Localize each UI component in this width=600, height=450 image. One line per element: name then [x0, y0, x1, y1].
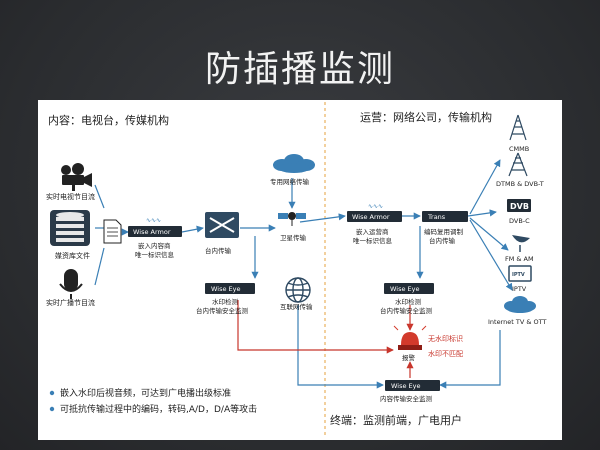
satellite-icon — [278, 212, 306, 226]
satellite-caption: 卫星传输 — [280, 233, 307, 242]
flow-ott-to-eye3 — [439, 330, 501, 389]
cmmb-label: CMMB — [509, 145, 529, 153]
flow-trans-to-dvbc — [467, 209, 497, 217]
flow-satellite-to-op-armor — [299, 213, 346, 223]
op-wm-safety-caption: 台内传输安全监测 — [380, 306, 433, 315]
dvb-logo-text: DVB — [510, 202, 529, 211]
flow-armor-to-station — [181, 225, 204, 233]
bullet-2: 可抵抗传输过程中的编码，转码,A/D，D/A等攻击 — [60, 403, 257, 415]
flow-radio-to-doc — [94, 247, 105, 286]
in-station-caption: 台内传输 — [205, 246, 232, 255]
fm-am-label: FM & AM — [505, 255, 534, 263]
private-net-caption: 专用网络传输 — [270, 177, 310, 186]
internet-caption: 互联网传输 — [280, 302, 313, 311]
globe-icon — [285, 277, 311, 303]
wm-detect-caption: 水印检测 — [212, 297, 239, 306]
iptv-icon: IPTV — [508, 265, 532, 282]
cmmb-tower-icon — [509, 114, 527, 141]
dvbc-label: DVB-C — [509, 217, 530, 225]
bullet-dot — [49, 406, 55, 412]
wise-armor-label: Wise Armor — [133, 228, 171, 236]
operator-section-label: 运营：网络公司，传输机构 — [360, 110, 492, 124]
wave-icon: ∿∿∿ — [146, 217, 161, 224]
embed-caption-2: 唯一标识信息 — [135, 250, 175, 259]
op-embed-caption-2: 唯一标识信息 — [353, 236, 393, 245]
reuse-caption-1: 编码复用调制 — [424, 227, 464, 236]
trans-box: Trans — [422, 211, 468, 222]
trans-label: Trans — [427, 213, 446, 221]
flow-tv-to-doc — [94, 184, 105, 209]
dvb-logo-icon: DVB — [507, 199, 531, 212]
content-safety-caption: 内容传输安全监测 — [380, 394, 433, 403]
radio-source-label: 实时广播节目流 — [46, 298, 95, 307]
flow-trans-to-towers — [469, 159, 501, 215]
flow-internet-to-eye3 — [297, 305, 384, 389]
alarm-line-eye1 — [237, 300, 394, 354]
tv-source-label: 实时电视节目流 — [46, 192, 95, 201]
cloud-icon — [504, 296, 536, 313]
flow-trans-to-internet — [469, 219, 513, 291]
slide-title: 防插播监测 — [204, 49, 395, 90]
iptv-label: IPTV — [512, 285, 527, 293]
dtmb-label: DTMB & DVB-T — [496, 180, 544, 188]
op-embed-caption-1: 嵌入运营商 — [356, 227, 389, 236]
document-icon — [103, 219, 122, 244]
iptv-logo-text: IPTV — [512, 272, 525, 278]
embed-caption-1: 嵌入内容商 — [138, 241, 171, 250]
flow-trans-to-fm — [469, 217, 509, 251]
ott-label: Internet TV & OTT — [488, 318, 546, 326]
wise-eye-label: Wise Eye — [211, 285, 241, 293]
bullet-1: 嵌入水印后视音频，可达到广电播出级标准 — [60, 387, 231, 399]
alarm-siren-icon — [393, 323, 427, 350]
camera-icon — [61, 163, 92, 191]
no-watermark-label: 无水印标识 — [428, 334, 463, 343]
microphone-icon — [59, 269, 83, 299]
database-icon — [50, 210, 90, 246]
reuse-caption-2: 台内传输 — [429, 236, 456, 245]
bullet-dot — [49, 390, 55, 396]
content-section-label: 内容：电视台，传媒机构 — [48, 113, 169, 127]
watermark-mismatch-label: 水印不匹配 — [428, 349, 463, 358]
wise-eye-station: Wise Eye — [205, 283, 255, 294]
wise-eye-label: Wise Eye — [390, 285, 420, 293]
library-source-label: 媒资库文件 — [55, 251, 90, 260]
wise-armor-label: Wise Armor — [352, 213, 390, 221]
alarm-caption: 报警 — [402, 353, 416, 362]
cloud-icon — [273, 154, 315, 173]
op-wm-detect-caption: 水印检测 — [395, 297, 422, 306]
switch-icon — [205, 212, 239, 238]
wise-armor-operator: ∿∿∿ Wise Armor — [347, 203, 402, 222]
dish-antenna-icon — [512, 235, 530, 252]
wise-armor-content: ∿∿∿ Wise Armor — [128, 217, 182, 237]
terminal-section-label: 终端：监测前端，广电用户 — [330, 413, 462, 427]
wise-eye-operator: Wise Eye — [384, 283, 434, 294]
wave-icon: ∿∿∿ — [368, 203, 383, 210]
wise-eye-terminal: Wise Eye — [385, 380, 440, 391]
dtmb-tower-icon — [508, 152, 528, 177]
wm-safety-caption: 台内传输安全监测 — [196, 306, 249, 315]
wise-eye-label: Wise Eye — [391, 382, 421, 390]
